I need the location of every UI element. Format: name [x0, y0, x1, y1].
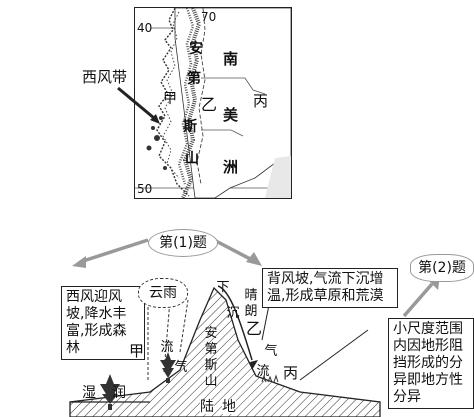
rising-airflow-char-2: 气: [174, 360, 188, 375]
question1-bubble: 第(1)题: [148, 229, 218, 257]
profile-place-jia: 甲: [129, 342, 145, 360]
climate-wet-char-1: 湿: [82, 385, 96, 401]
callout-windward: 西风迎风坡,降水丰富,形成森林: [61, 286, 145, 360]
lon-70-label: 70: [201, 10, 217, 24]
callout-leeward-text: 背风坡,气流下沉增温,形成草原和荒漠: [267, 271, 384, 304]
land-char-1: 陆: [200, 399, 214, 415]
callout-scale-text: 小尺度范围内因地形阻挡形成的分异即地方性分异: [393, 321, 463, 405]
map-continent-char-3: 洲: [223, 158, 239, 176]
map-mountain-char-1: 安: [189, 41, 203, 57]
sinking-airflow-char-2: 沉: [226, 306, 240, 321]
map-mountain-char-3: 斯: [183, 119, 197, 135]
callout-scale: 小尺度范围内因地形阻挡形成的分异即地方性分异: [388, 318, 474, 409]
westerlies-label: 西风带: [82, 68, 128, 86]
map-place-yi: 乙: [201, 95, 218, 114]
map-continent-char-2: 美: [223, 106, 239, 124]
map-mountain-char-2: 第: [187, 71, 201, 87]
climate-wet-char-2: 润: [112, 385, 126, 401]
map-place-bing: 丙: [253, 92, 269, 110]
lat-50-label: 50: [137, 182, 153, 196]
question2-bubble: 第(2)题: [410, 254, 474, 282]
profile-mountain-char-4: 山: [204, 374, 218, 389]
sinking-airflow-char-4: 流: [256, 364, 270, 379]
profile-mountain-char-3: 斯: [204, 358, 218, 373]
map-mountain-char-4: 山: [185, 151, 199, 167]
profile-place-bing: 丙: [283, 364, 299, 382]
sinking-airflow-char-3: 气: [264, 344, 278, 359]
cloud-label: 云雨: [149, 285, 177, 301]
sunny-char-1: 晴: [244, 288, 258, 303]
sunny-char-2: 朗: [244, 304, 258, 319]
callout-leeward: 背风坡,气流下沉增温,形成草原和荒漠: [262, 268, 398, 308]
question2-label: 第(2)题: [418, 260, 466, 276]
callout-windward-text: 西风迎风坡,降水丰富,形成森林: [66, 289, 127, 356]
land-char-2: 地: [222, 399, 236, 415]
profile-mountain-char-2: 第: [204, 342, 218, 357]
rain-cloud: 云雨: [138, 278, 188, 308]
question1-label: 第(1)题: [159, 235, 207, 251]
profile-mountain-char-1: 安: [204, 326, 218, 341]
lat-40-label: 40: [137, 21, 153, 35]
map-place-jia: 甲: [163, 91, 177, 107]
south-america-map: 40 50 70 安 第 斯 山 南 美 洲 甲 乙 丙: [134, 7, 292, 199]
rising-airflow-char-1: 流: [160, 340, 174, 355]
sinking-airflow-char-1: 下: [216, 280, 230, 295]
profile-place-yi: 乙: [246, 319, 263, 338]
map-graphic: [135, 8, 291, 198]
map-continent-char-1: 南: [223, 50, 239, 68]
